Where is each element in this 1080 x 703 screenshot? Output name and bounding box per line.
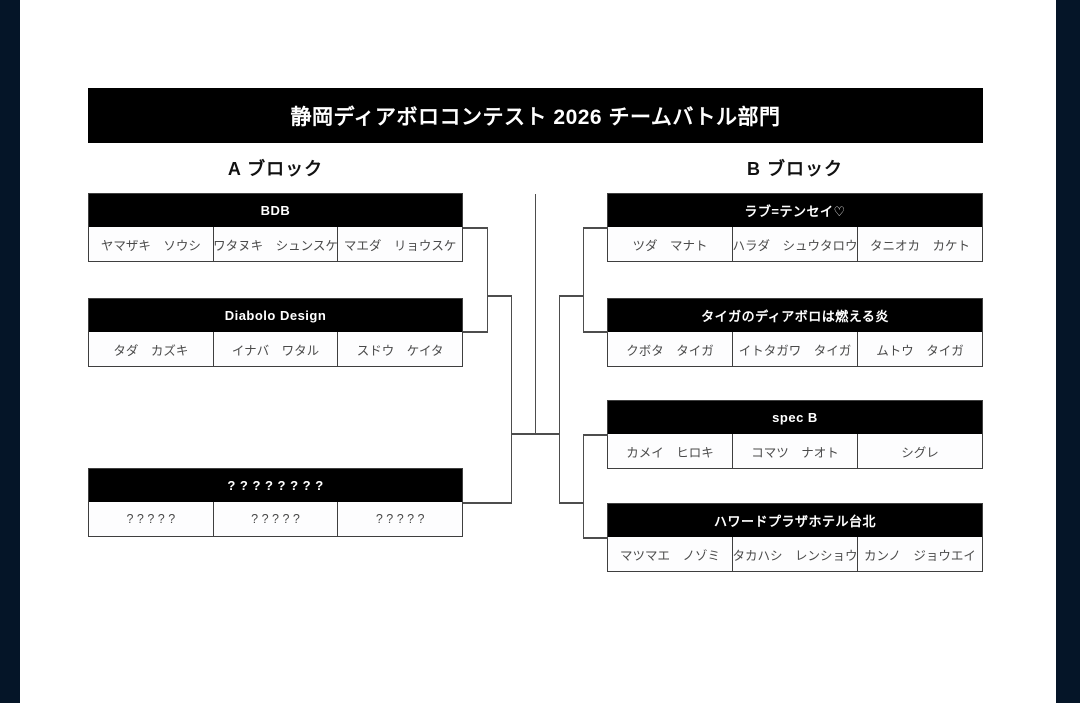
team-box-love-tensei: ラブ=テンセイ♡ ツダ マナト ハラダ シュウタロウ タニオカ カケト	[607, 193, 983, 262]
team-box-bdb: BDB ヤマザキ ソウシ ワタヌキ シュンスケ マエダ リョウスケ	[88, 193, 463, 262]
bracket-line	[510, 295, 512, 503]
team-members-row: カメイ ヒロキ コマツ ナオト シグレ	[608, 434, 982, 468]
member-cell: タニオカ カケト	[857, 227, 982, 261]
contest-title-banner: 静岡ディアボロコンテスト 2026 チームバトル部門	[88, 88, 983, 143]
bracket-line	[558, 295, 560, 503]
member-cell: ? ? ? ? ?	[212, 502, 338, 536]
bracket-line	[463, 227, 488, 229]
bracket-line	[582, 331, 608, 333]
left-edge-strip	[0, 0, 20, 703]
bracket-line	[463, 331, 488, 333]
member-cell: スドウ ケイタ	[337, 332, 463, 366]
bracket-line	[558, 502, 584, 504]
member-cell: ムトウ タイガ	[857, 332, 982, 366]
bracket-line	[558, 295, 584, 297]
member-cell: ツダ マナト	[608, 227, 732, 261]
team-members-row: タダ カズキ イナバ ワタル スドウ ケイタ	[89, 332, 463, 366]
bracket-line	[582, 434, 584, 539]
member-cell: シグレ	[857, 434, 982, 468]
team-name-banner: ハワードプラザホテル台北	[608, 504, 982, 537]
block-b-label: B ブロック	[747, 159, 843, 179]
team-name-banner: spec B	[608, 401, 982, 434]
bracket-line	[582, 434, 608, 436]
member-cell: イトタガワ タイガ	[732, 332, 857, 366]
member-cell: ワタヌキ シュンスケ	[212, 227, 338, 261]
member-cell: マエダ リョウスケ	[337, 227, 463, 261]
member-cell: タカハシ レンショウ	[732, 537, 857, 571]
team-box-spec-b: spec B カメイ ヒロキ コマツ ナオト シグレ	[607, 400, 983, 469]
member-cell: ヤマザキ ソウシ	[89, 227, 213, 261]
team-members-row: ヤマザキ ソウシ ワタヌキ シュンスケ マエダ リョウスケ	[89, 227, 463, 261]
team-box-taiga: タイガのディアボロは燃える炎 クボタ タイガ イトタガワ タイガ ムトウ タイガ	[607, 298, 983, 367]
team-box-diabolo-design: Diabolo Design タダ カズキ イナバ ワタル スドウ ケイタ	[88, 298, 463, 367]
bracket-line	[582, 227, 608, 229]
team-box-howard-plaza: ハワードプラザホテル台北 マツマエ ノゾミ タカハシ レンショウ カンノ ジョウ…	[607, 503, 983, 572]
block-a-label: A ブロック	[227, 159, 324, 179]
bracket-line	[582, 227, 584, 333]
member-cell: カメイ ヒロキ	[608, 434, 732, 468]
team-name-banner: Diabolo Design	[89, 299, 462, 332]
right-edge-strip	[1056, 0, 1080, 703]
member-cell: マツマエ ノゾミ	[608, 537, 732, 571]
team-box-unknown: ? ? ? ? ? ? ? ? ? ? ? ? ? ? ? ? ? ? ? ? …	[88, 468, 463, 537]
member-cell: タダ カズキ	[89, 332, 213, 366]
team-name-banner: ラブ=テンセイ♡	[608, 194, 982, 227]
team-name-banner: ? ? ? ? ? ? ? ?	[89, 469, 462, 502]
bracket-line	[463, 502, 512, 504]
bracket-line	[582, 537, 608, 539]
team-name-banner: BDB	[89, 194, 462, 227]
team-members-row: ツダ マナト ハラダ シュウタロウ タニオカ カケト	[608, 227, 982, 261]
member-cell: コマツ ナオト	[732, 434, 857, 468]
team-members-row: クボタ タイガ イトタガワ タイガ ムトウ タイガ	[608, 332, 982, 366]
member-cell: ハラダ シュウタロウ	[732, 227, 857, 261]
team-members-row: ? ? ? ? ? ? ? ? ? ? ? ? ? ? ?	[89, 502, 463, 536]
bracket-line	[486, 227, 488, 333]
member-cell: ? ? ? ? ?	[337, 502, 463, 536]
bracket-line-champion	[534, 194, 536, 434]
member-cell: カンノ ジョウエイ	[857, 537, 982, 571]
member-cell: ? ? ? ? ?	[89, 502, 213, 536]
member-cell: クボタ タイガ	[608, 332, 732, 366]
bracket-line	[486, 295, 512, 297]
contest-title: 静岡ディアボロコンテスト 2026 チームバトル部門	[290, 105, 781, 129]
team-members-row: マツマエ ノゾミ タカハシ レンショウ カンノ ジョウエイ	[608, 537, 982, 571]
member-cell: イナバ ワタル	[212, 332, 338, 366]
team-name-banner: タイガのディアボロは燃える炎	[608, 299, 982, 332]
